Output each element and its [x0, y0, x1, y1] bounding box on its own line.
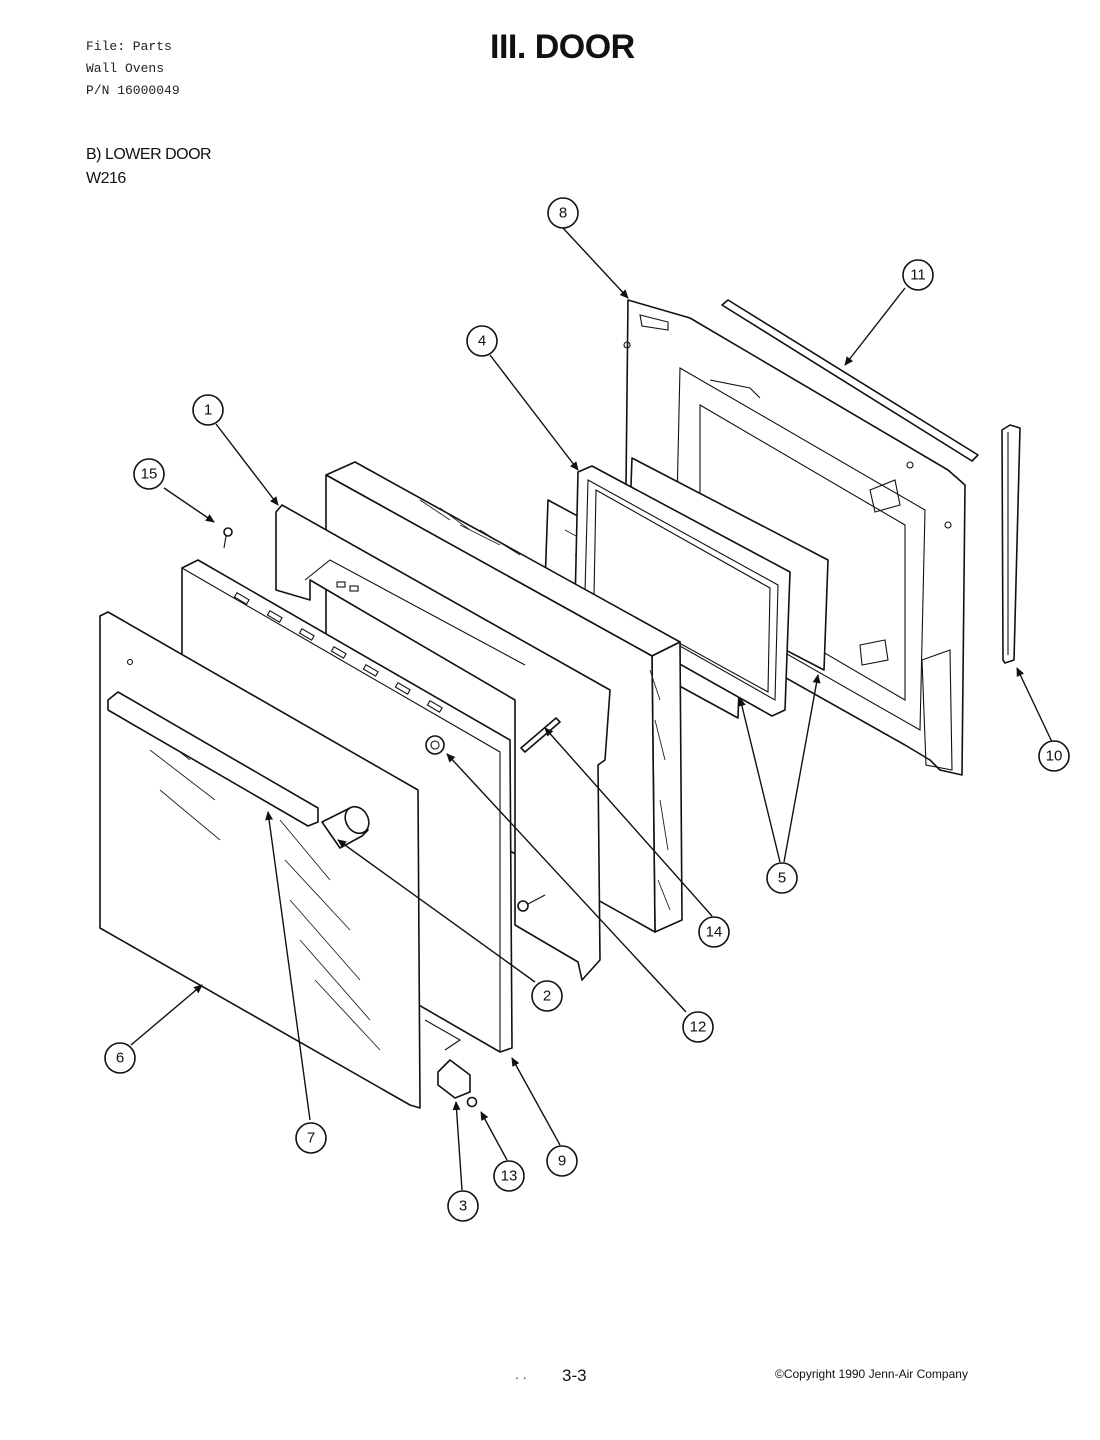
part-14-screw — [520, 717, 561, 753]
part-15-screw — [223, 527, 233, 549]
part-12-grommet — [425, 735, 445, 755]
page-title: III. DOOR — [490, 28, 635, 66]
callout-15: 15 — [133, 458, 165, 490]
file-info: File: Parts Wall Ovens P/N 16000049 — [86, 36, 180, 102]
callout-1: 1 — [192, 394, 224, 426]
callout-15-label: 15 — [141, 466, 158, 483]
callout-11: 11 — [902, 259, 934, 291]
callout-2-label: 2 — [543, 988, 551, 1005]
callout-13-label: 13 — [501, 1168, 518, 1185]
callout-2: 2 — [531, 980, 563, 1012]
copyright-notice: ©Copyright 1990 Jenn-Air Company — [775, 1367, 968, 1381]
callout-12-label: 12 — [690, 1019, 707, 1036]
part-number-line: P/N 16000049 — [86, 83, 180, 98]
callout-3: 3 — [447, 1190, 479, 1222]
callout-10-label: 10 — [1046, 748, 1063, 765]
lower-screw — [517, 894, 546, 912]
leader-lines — [130, 227, 1053, 1191]
callout-8: 8 — [547, 197, 579, 229]
part-1-baffle — [275, 504, 611, 981]
callout-9: 9 — [546, 1145, 578, 1177]
part-13-screw — [466, 1096, 478, 1108]
part-7-handle — [107, 691, 319, 827]
callout-4-label: 4 — [478, 333, 486, 350]
callout-6-label: 6 — [116, 1050, 124, 1067]
part-10-side-rail — [1001, 424, 1021, 664]
file-line: File: Parts — [86, 39, 172, 54]
product-line: Wall Ovens — [86, 61, 165, 76]
part-2-knob — [321, 805, 370, 849]
footer-dots: . . — [515, 1366, 527, 1382]
callout-10: 10 — [1038, 740, 1070, 772]
section-heading: B) LOWER DOOR W216 — [86, 143, 212, 191]
part-3-hinge-bracket — [424, 1019, 471, 1099]
callout-13: 13 — [493, 1160, 525, 1192]
callout-11-label: 11 — [910, 267, 926, 284]
callout-14-label: 14 — [706, 924, 723, 941]
callout-5-label: 5 — [778, 870, 786, 887]
callout-7-label: 7 — [307, 1130, 315, 1147]
callout-3-label: 3 — [459, 1198, 467, 1215]
callout-6: 6 — [104, 1042, 136, 1074]
callout-8-label: 8 — [559, 205, 567, 222]
callout-7: 7 — [295, 1122, 327, 1154]
model-number: W216 — [86, 170, 126, 187]
callout-1-label: 1 — [204, 402, 212, 419]
callout-9-label: 9 — [558, 1153, 566, 1170]
callout-12: 12 — [682, 1011, 714, 1043]
section-name: B) LOWER DOOR — [86, 146, 212, 163]
callout-5: 5 — [766, 862, 798, 894]
page-number: 3-3 — [562, 1366, 587, 1385]
part-11-top-rail — [721, 299, 979, 462]
callout-14: 14 — [698, 916, 730, 948]
callout-4: 4 — [466, 325, 498, 357]
